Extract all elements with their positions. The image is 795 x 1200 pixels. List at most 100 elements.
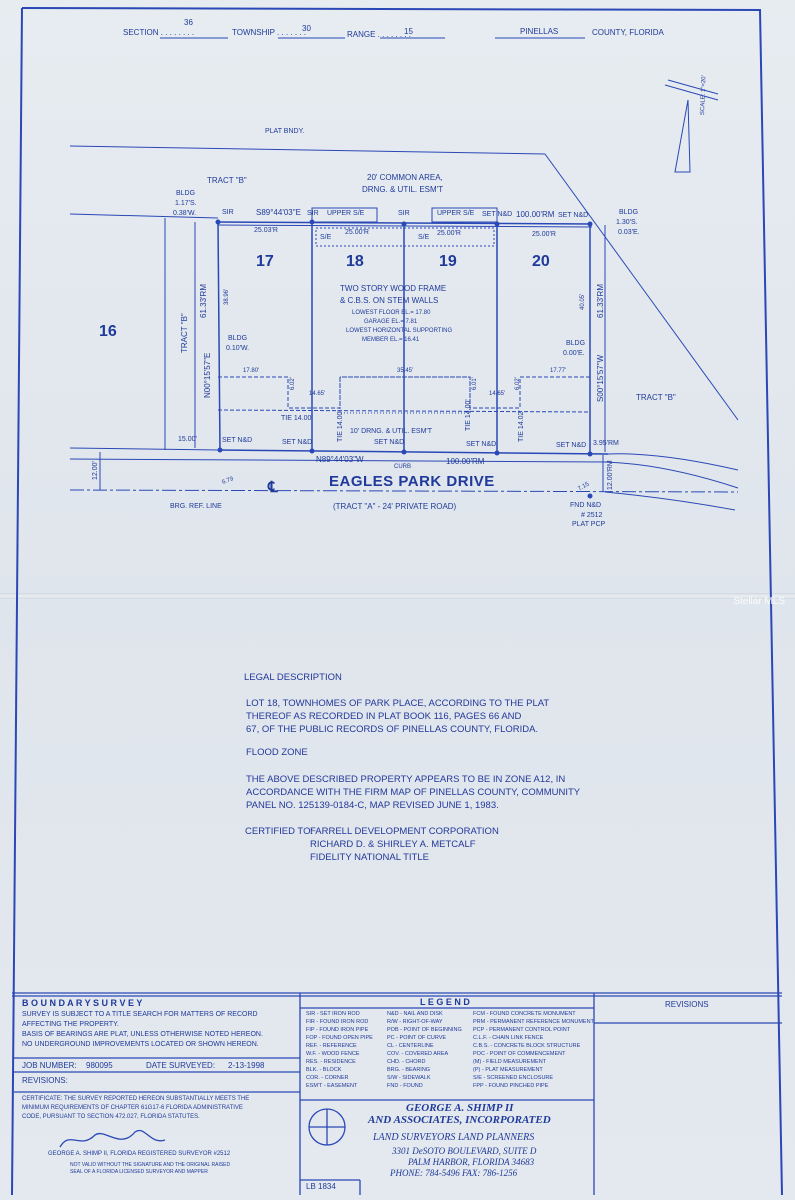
lot-19-frontage: 25.00'R [437, 230, 461, 237]
date-surveyed-value: 2-13-1998 [228, 1061, 265, 1070]
company-phone: PHONE: 784-5496 FAX: 786-1256 [390, 1168, 518, 1178]
sir-label: SIR [222, 209, 234, 216]
tract-b-left: TRACT "B" [180, 313, 189, 353]
dist-top: 100.00'RM [516, 210, 555, 219]
flood-line: PANEL NO. 125139-0184-C, MAP REVISED JUN… [246, 800, 499, 811]
set-nd-label: SET N&D [374, 439, 405, 446]
company-name-2: AND ASSOCIATES, INCORPORATED [368, 1114, 551, 1126]
tie-distance: TIE 14.00' [465, 399, 472, 431]
right-distance: 61.33'RM [596, 284, 605, 318]
dimension: 12.00' [92, 461, 99, 480]
building-desc-2: & C.B.S. ON STEM WALLS [340, 296, 439, 305]
boundary-survey-title: B O U N D A R Y S U R V E Y [22, 998, 143, 1008]
lowest-horizontal: LOWEST HORIZONTAL SUPPORTING [346, 328, 453, 334]
plat-pcp: PLAT PCP [572, 521, 606, 528]
dimension: 17.77' [550, 368, 567, 374]
legend-item: COR. - CORNER [306, 1075, 349, 1081]
bldg-right-s: 1.30'S. [616, 219, 638, 226]
lot-18-number: 18 [346, 253, 364, 270]
bldg-left-label: BLDG [176, 190, 196, 197]
revisions-title: REVISIONS [665, 1000, 709, 1009]
legend-item: POB - POINT OF BEGINNING [387, 1027, 462, 1033]
not-valid-note: SEAL OF A FLORIDA LICENSED SURVEYOR AND … [70, 1169, 208, 1175]
bearing-top: S89°44'03"E [256, 208, 301, 217]
set-nd-label: SET N&D [222, 437, 253, 444]
legal-line: 67, OF THE PUBLIC RECORDS OF PINELLAS CO… [246, 724, 539, 735]
legend-item: REF. - REFERENCE [306, 1043, 357, 1049]
section-value: 36 [184, 18, 193, 27]
legend-item: S/W - SIDEWALK [387, 1075, 431, 1081]
lot-20-frontage: 25.00'R [532, 231, 556, 238]
legend-item: S/E - SCREENED ENCLOSURE [473, 1075, 554, 1081]
legend-item: POC - POINT OF COMMENCEMENT [473, 1051, 566, 1057]
certified-label: CERTIFIED TO: [245, 826, 314, 837]
county-label: COUNTY, FLORIDA [592, 28, 664, 37]
legend-item: SIR - SET IRON ROD [306, 1011, 360, 1017]
dimension: 6.01' [472, 377, 478, 390]
flood-line: THE ABOVE DESCRIBED PROPERTY APPEARS TO … [246, 774, 566, 785]
tie-distance: TIE 14.00' [337, 410, 344, 442]
dimension: 15.00' [178, 436, 197, 443]
dimension: 6.02' [515, 377, 521, 390]
set-nd-label: SET N&D [556, 442, 587, 449]
common-area-1: 20' COMMON AREA, [367, 173, 443, 182]
dimension: 12.00'RM [607, 460, 614, 490]
legend-item: CHD. - CHORD [387, 1059, 426, 1065]
tie-distance: TIE 14.02' [518, 410, 525, 442]
flood-heading: FLOOD ZONE [246, 747, 308, 758]
legend-item: FIR - FOUND IRON ROD [306, 1019, 369, 1025]
garage-elevation: GARAGE EL.= 7.81 [364, 319, 418, 325]
common-area-2: DRNG. & UTIL. ESM'T [362, 185, 444, 194]
dimension: 14.65' [309, 391, 326, 397]
tract-b-right: TRACT "B" [636, 393, 676, 402]
set-nd-label: SET N&D [558, 212, 589, 219]
survey-note: BASIS OF BEARINGS ARE PLAT, UNLESS OTHER… [22, 1031, 263, 1038]
legend-item: (P) - PLAT MEASUREMENT [473, 1067, 543, 1073]
legend-item: BRG. - BEARING [387, 1067, 431, 1073]
job-number-value: 980095 [86, 1061, 113, 1070]
tract-b-top: TRACT "B" [207, 176, 247, 185]
found-nd: FND N&D [570, 502, 602, 509]
dimension: 17.80' [243, 368, 260, 374]
legend-item: W.F. - WOOD FENCE [306, 1051, 360, 1057]
survey-note: NO UNDERGROUND IMPROVEMENTS LOCATED OR S… [22, 1041, 259, 1048]
set-nd-label: SET N&D [282, 439, 313, 446]
lot-16-number: 16 [99, 323, 117, 340]
legend-item: C.B.S. - CONCRETE BLOCK STRUCTURE [473, 1043, 581, 1049]
bldg-label: BLDG [566, 340, 586, 347]
legend-item: R/W - RIGHT-OF-WAY [387, 1019, 443, 1025]
right-bearing: S00°15'57"W [596, 354, 605, 402]
legend-item: FND - FOUND [387, 1083, 423, 1089]
company-services: LAND SURVEYORS LAND PLANNERS [373, 1132, 535, 1143]
tie-distance: TIE 14.00' [281, 415, 313, 422]
legend-item: FIP - FOUND IRON PIPE [306, 1027, 369, 1033]
left-distance: 61.33'RM [199, 284, 208, 318]
watermark: Stellar MLS [733, 596, 785, 607]
certified-party: FIDELITY NATIONAL TITLE [310, 852, 429, 863]
lot-17-number: 17 [256, 253, 274, 270]
se-label: S/E [320, 234, 332, 241]
bldg-left-w: 0.38'W. [173, 210, 197, 217]
legend-item: PRM - PERMANENT REFERENCE MONUMENT [473, 1019, 594, 1025]
lot-18-frontage: 25.00'R [345, 229, 369, 236]
job-number-label: JOB NUMBER: [22, 1061, 77, 1070]
bottom-bearing: N89°44'03"W [316, 455, 364, 464]
set-nd-label: SET N&D [466, 441, 497, 448]
legend-item: FPP - FOUND PINCHED PIPE [473, 1083, 549, 1089]
revisions-label: REVISIONS: [22, 1076, 68, 1085]
range-value: 15 [404, 27, 413, 36]
certificate-line: MINIMUM REQUIREMENTS OF CHAPTER 61G17-6 … [22, 1105, 243, 1111]
certificate-line: CERTIFICATE: THE SURVEY REPORTED HEREON … [22, 1096, 250, 1102]
floor-elevation: LOWEST FLOOR EL.= 17.80 [352, 310, 431, 316]
paper-fold [0, 593, 795, 599]
set-nd-label: SET N&D [482, 211, 513, 218]
township-value: 30 [302, 24, 311, 33]
left-depth: 38.96' [224, 288, 230, 305]
certified-party: FARRELL DEVELOPMENT CORPORATION [310, 826, 499, 837]
dist-bottom: 100.00'RM [446, 457, 485, 466]
sir-label: SIR [398, 210, 410, 217]
dimension: 14.65' [489, 391, 506, 397]
member-elevation: MEMBER EL.= 16.41 [362, 337, 420, 343]
